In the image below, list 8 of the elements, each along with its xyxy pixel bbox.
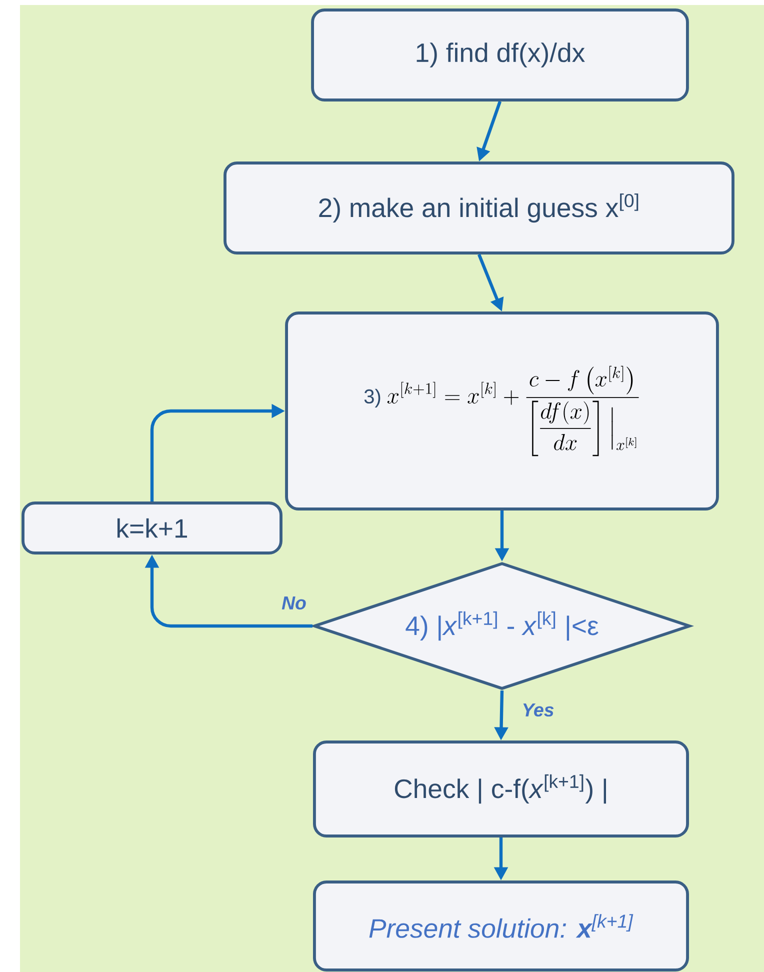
process-box: 1) find df(x)/dx [311, 8, 689, 102]
process-box: 2) make an initial guess x$^{[0]}$ [224, 162, 734, 254]
process-box: k=k+1 [22, 502, 282, 554]
edge-label: Yes [523, 704, 554, 717]
process-box: Present solution: x$^{[k+1]}$ [313, 880, 689, 972]
process-box: 3) $x^{[k+1]} = x^{[k]} + \frac{c - f\left(x^{[k]}\right)}{\left[\dfrac{df(x)}{dx}\right]\Big|_{x^{[k]}}}$ [285, 312, 719, 510]
edge-label: No [282, 596, 306, 610]
process-box: Check | c-f(x$^{[k+1]}$) | [313, 740, 689, 838]
